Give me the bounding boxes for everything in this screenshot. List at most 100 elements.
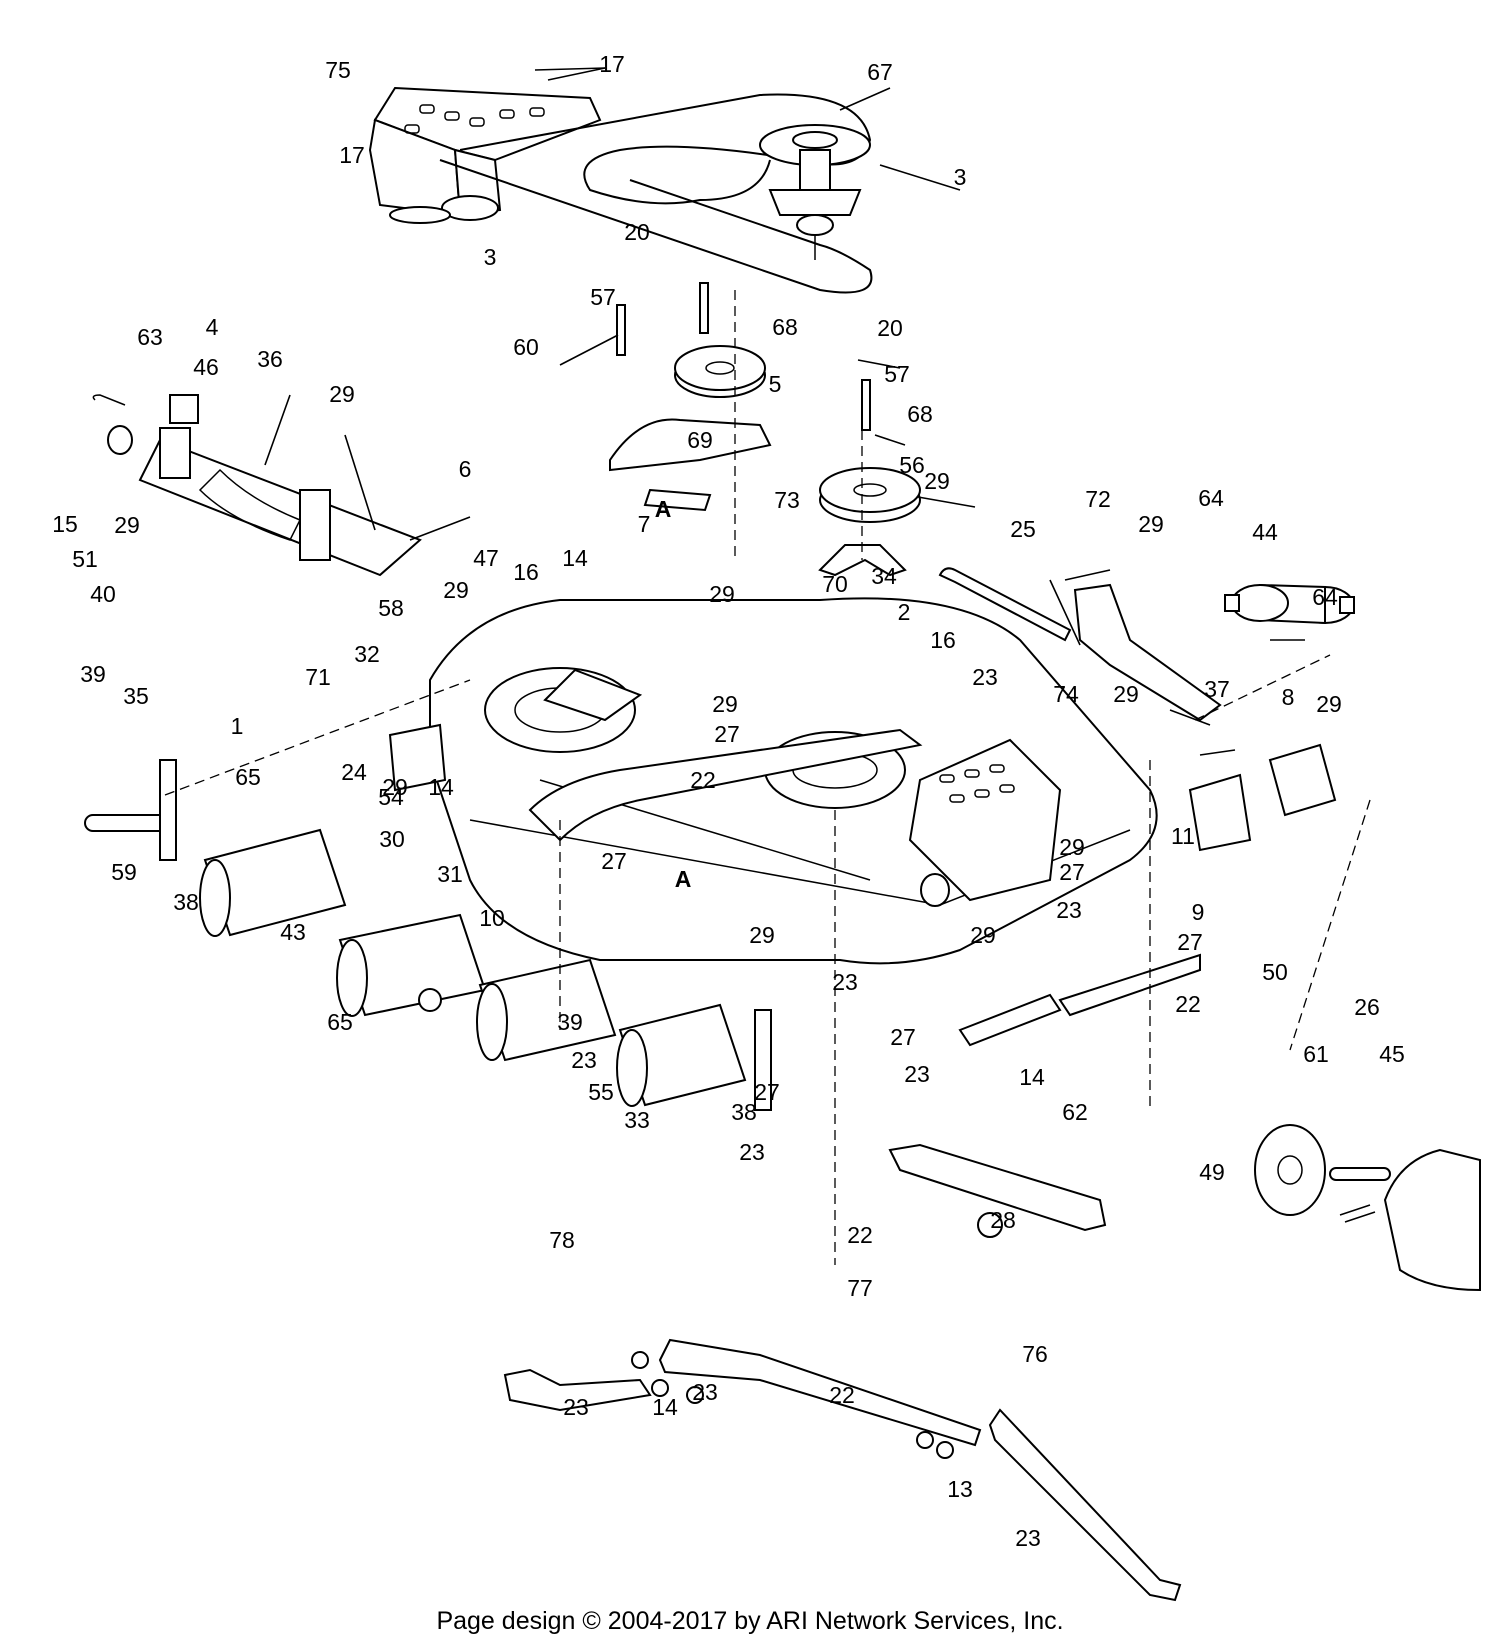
callout-A1: A (655, 496, 672, 522)
callout-39b: 39 (557, 1009, 583, 1035)
callout-20b: 20 (877, 315, 903, 341)
callout-16a: 16 (513, 559, 539, 585)
callout-7: 7 (638, 511, 651, 537)
copyright-credit: Page design © 2004-2017 by ARI Network S… (436, 1607, 1064, 1635)
callout-65a: 65 (235, 764, 261, 790)
callout-2: 2 (898, 599, 911, 625)
callout-56: 56 (899, 452, 925, 478)
callout-68a: 68 (772, 314, 798, 340)
callout-27d: 27 (1177, 929, 1203, 955)
callout-23i: 23 (1015, 1525, 1041, 1551)
callout-16b: 16 (930, 627, 956, 653)
belt-cover-assembly (368, 86, 602, 224)
drive-belt (439, 93, 873, 294)
callout-78: 78 (549, 1227, 575, 1253)
callout-59: 59 (111, 859, 137, 885)
callout-29i: 29 (712, 691, 738, 717)
callout-3a: 3 (954, 164, 967, 190)
callout-75: 75 (325, 57, 351, 83)
deck-bracket-assembly (92, 394, 422, 577)
callout-11: 11 (1171, 823, 1195, 849)
callout-57b: 57 (884, 361, 910, 387)
callout-44: 44 (1252, 519, 1278, 545)
callout-70: 70 (822, 571, 848, 597)
callout-32: 32 (354, 641, 380, 667)
callout-54: 54 (378, 784, 404, 810)
leader-lines (264, 67, 1305, 756)
callout-6: 6 (459, 456, 472, 482)
lower-bracket-assembly (503, 1338, 1182, 1602)
callout-68b: 68 (907, 401, 933, 427)
callout-29f: 29 (1138, 511, 1164, 537)
callout-14a: 14 (562, 545, 588, 571)
callout-23e: 23 (904, 1061, 930, 1087)
callout-4: 4 (206, 314, 219, 340)
deck-rollers (84, 759, 772, 1111)
callout-43: 43 (280, 919, 306, 945)
callout-64a: 64 (1198, 485, 1224, 511)
callout-71: 71 (305, 664, 331, 690)
callout-45: 45 (1379, 1041, 1405, 1067)
callout-51: 51 (72, 546, 98, 572)
callout-24: 24 (341, 759, 367, 785)
callout-14d: 14 (652, 1394, 678, 1420)
callout-29g: 29 (1113, 681, 1139, 707)
callout-8: 8 (1282, 684, 1295, 710)
callout-23b: 23 (1056, 897, 1082, 923)
cutting-blade-and-baffles (888, 953, 1201, 1238)
callout-9: 9 (1192, 899, 1205, 925)
callout-14b: 14 (428, 774, 454, 800)
callout-73: 73 (774, 487, 800, 513)
callout-29j: 29 (382, 774, 408, 800)
callout-22b: 22 (1175, 991, 1201, 1017)
callout-74: 74 (1053, 681, 1079, 707)
callout-39a: 39 (80, 661, 106, 687)
callout-61: 61 (1303, 1041, 1329, 1067)
callout-29a: 29 (924, 468, 950, 494)
callout-35: 35 (123, 683, 149, 709)
callout-15: 15 (52, 511, 78, 537)
callout-1: 1 (231, 713, 244, 739)
callout-29c: 29 (114, 512, 140, 538)
callout-37: 37 (1204, 676, 1230, 702)
callout-20a: 20 (624, 219, 650, 245)
callout-65b: 65 (327, 1009, 353, 1035)
callout-28: 28 (990, 1207, 1016, 1233)
callout-29e: 29 (709, 581, 735, 607)
callout-38a: 38 (173, 889, 199, 915)
callout-72: 72 (1085, 486, 1111, 512)
callout-31: 31 (437, 861, 463, 887)
callout-23c: 23 (571, 1047, 597, 1073)
callout-47: 47 (473, 545, 499, 571)
callout-36: 36 (257, 346, 283, 372)
callout-29l: 29 (749, 922, 775, 948)
callout-27e: 27 (890, 1024, 916, 1050)
alignment-lines (164, 290, 1371, 1265)
callout-29b: 29 (329, 381, 355, 407)
callout-58: 58 (378, 595, 404, 621)
callout-29m: 29 (970, 922, 996, 948)
callout-76: 76 (1022, 1341, 1048, 1367)
callout-50: 50 (1262, 959, 1288, 985)
callout-27f: 27 (754, 1079, 780, 1105)
callout-77: 77 (847, 1275, 873, 1301)
callout-14c: 14 (1019, 1064, 1045, 1090)
callout-A2: A (675, 866, 692, 892)
callout-10: 10 (479, 905, 505, 931)
callout-38b: 38 (731, 1099, 757, 1125)
callout-62: 62 (1062, 1099, 1088, 1125)
callout-67: 67 (867, 59, 893, 85)
callout-17a: 17 (599, 51, 625, 77)
callout-40: 40 (90, 581, 116, 607)
callout-34: 34 (871, 563, 897, 589)
callout-63: 63 (137, 324, 163, 350)
idler-pulley-left (609, 282, 772, 512)
callout-27c: 27 (601, 848, 627, 874)
callout-17b: 17 (339, 142, 365, 168)
callout-23h: 23 (692, 1379, 718, 1405)
callout-23d: 23 (832, 969, 858, 995)
callout-23f: 23 (739, 1139, 765, 1165)
callout-27a: 27 (714, 721, 740, 747)
callout-29h: 29 (1316, 691, 1342, 717)
